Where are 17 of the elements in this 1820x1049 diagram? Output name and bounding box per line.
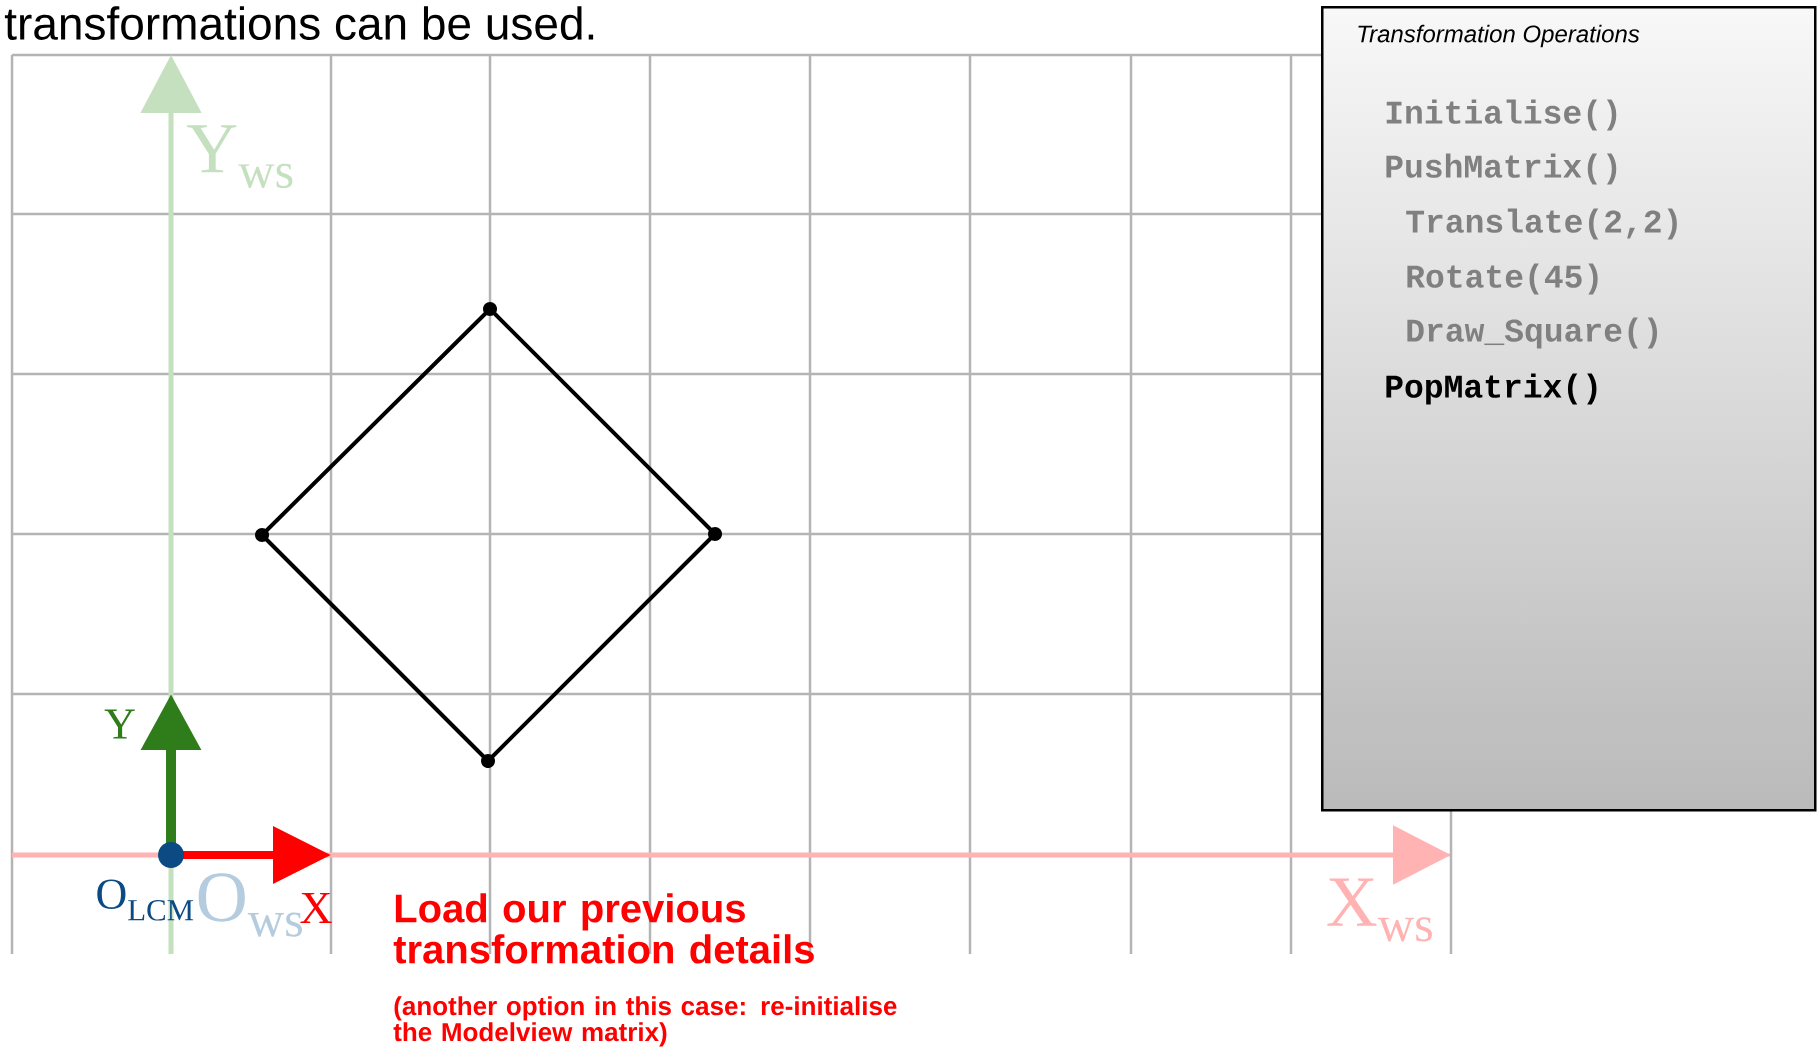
code-line: Draw_Square() [1407,317,1658,349]
code-line: Initialise() [1386,99,1617,131]
note-text: (another option in this case: re-initialise the Modelview matrix) [393,996,897,1047]
code-line: PushMatrix() [1386,153,1617,185]
axis-label: X [300,892,332,924]
axis-label: Y [104,709,135,739]
note-text: Load our previous transformation details [393,893,814,964]
code-line: Translate(2,2) [1406,208,1677,240]
axis-label: Y$_{ws}$ [187,125,293,188]
operations-panel [1321,6,1817,812]
title-text: transformations can be used. [4,6,594,40]
code-line: Rotate(45) [1407,263,1598,295]
origin-label: O$_{LCM}$ [97,879,194,921]
code-line: PopMatrix() [1386,373,1597,405]
origin-label: O$_{ws}$ [198,873,302,937]
panel-heading: Transformation Operations [1358,24,1640,48]
axis-label: X$_{ws}$ [1327,878,1432,942]
